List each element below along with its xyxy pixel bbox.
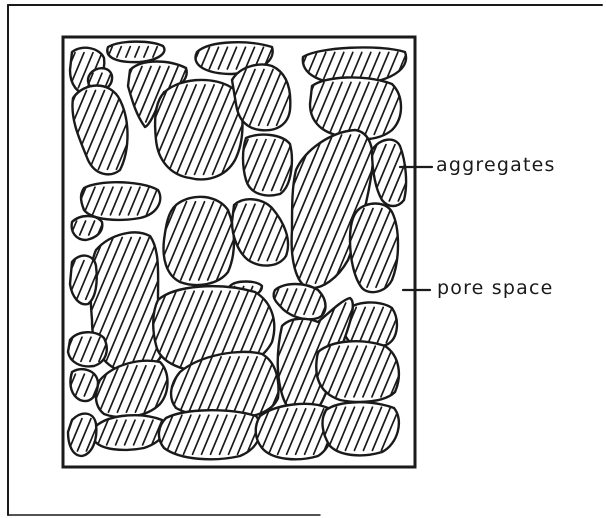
aggregate <box>323 402 399 455</box>
pore-space-label: pore space <box>437 277 554 299</box>
aggregate <box>243 135 292 196</box>
aggregates-label: aggregates <box>436 154 556 176</box>
